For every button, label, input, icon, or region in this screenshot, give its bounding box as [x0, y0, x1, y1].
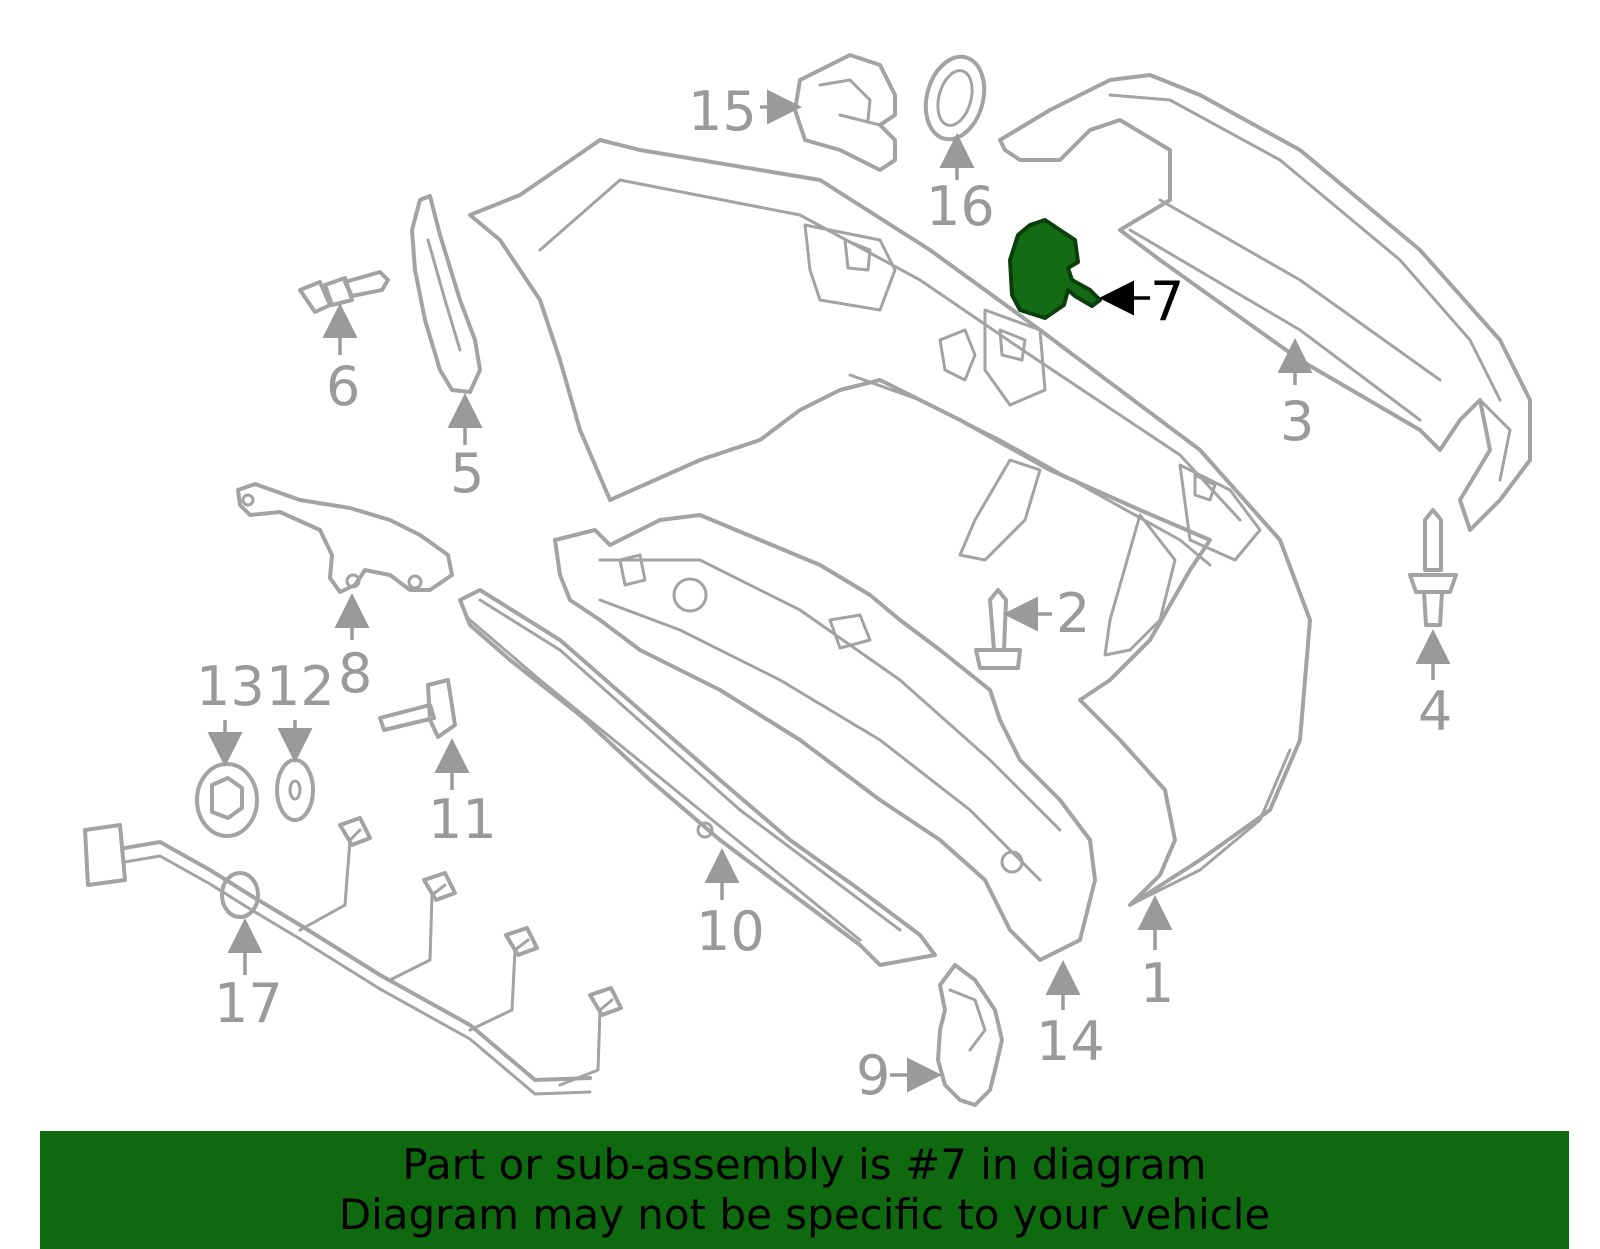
washer-part-12: [275, 758, 315, 822]
callout-6: 6: [326, 355, 360, 418]
nut-part-13: [195, 762, 259, 838]
callout-12: 12: [266, 655, 335, 718]
bracket-part-8: [236, 482, 454, 594]
seal-strip-part-5: [410, 194, 482, 394]
callout-7: 7: [1150, 270, 1184, 333]
screw-part-2: [974, 588, 1022, 670]
grommet-part-16: [923, 54, 987, 142]
clip-part-6: [298, 270, 390, 314]
stud-bracket-part-11: [378, 678, 457, 739]
reinforcement-bar-part-10: [458, 588, 937, 967]
callout-10: 10: [696, 900, 765, 963]
banner-line-1: Part or sub-assembly is #7 in diagram: [402, 1140, 1207, 1189]
parts-diagram: 1 2 3 4 5 6 7: [83, 53, 1532, 1107]
callout-1: 1: [1140, 952, 1174, 1015]
callout-14: 14: [1036, 1010, 1105, 1073]
small-bracket-part-9: [936, 963, 1004, 1107]
callout-9: 9: [856, 1044, 890, 1107]
bumper-cover-part-1: [468, 138, 1312, 907]
housing-part-15: [793, 53, 897, 172]
callout-4: 4: [1418, 680, 1452, 743]
callout-5: 5: [450, 442, 484, 505]
callout-16: 16: [926, 175, 995, 238]
callout-3: 3: [1280, 390, 1314, 453]
callout-13: 13: [196, 655, 265, 718]
highlighted-part-7: [1008, 218, 1102, 320]
callout-15: 15: [688, 80, 757, 143]
wiring-harness-part-17: [83, 816, 623, 1096]
callout-8: 8: [338, 642, 372, 705]
rivet-part-4: [1408, 508, 1458, 627]
energy-absorber-part-14: [553, 513, 1097, 962]
banner-line-2: Diagram may not be specific to your vehi…: [338, 1190, 1271, 1239]
trim-panel-part-3: [998, 73, 1532, 532]
callout-2: 2: [1056, 582, 1090, 645]
callout-17: 17: [214, 972, 283, 1035]
callout-11: 11: [428, 788, 497, 851]
notice-banner: Part or sub-assembly is #7 in diagram Di…: [40, 1131, 1569, 1249]
